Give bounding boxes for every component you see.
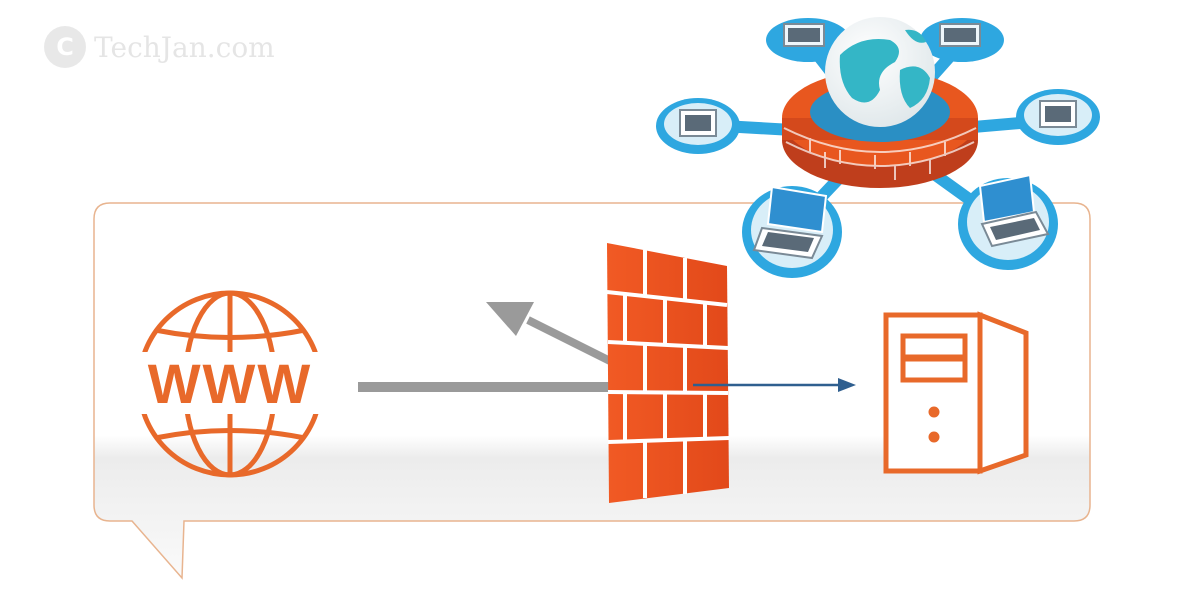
- laptop-node: [656, 98, 740, 154]
- laptop-node: [958, 175, 1058, 270]
- server-icon: [886, 315, 1026, 471]
- www-label: WWW: [148, 352, 313, 415]
- laptop-node: [1016, 89, 1100, 145]
- laptop-node: [742, 186, 842, 278]
- firewall-icon: [607, 243, 729, 503]
- laptop-node: [920, 18, 1004, 62]
